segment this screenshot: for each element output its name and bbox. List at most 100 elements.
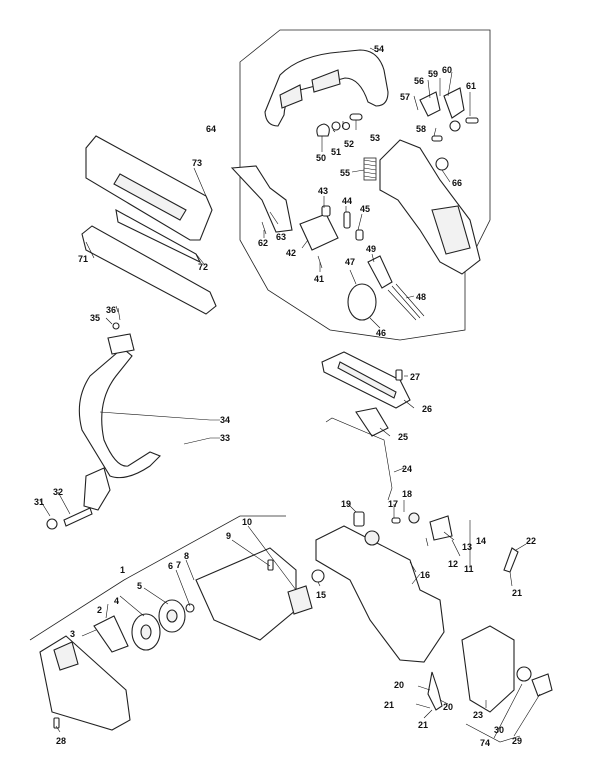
bracket-part — [230, 165, 293, 233]
label-21b: 21 — [418, 720, 428, 730]
crankcase-part — [315, 525, 445, 663]
label-56: 56 — [414, 76, 424, 86]
washer-part — [185, 603, 195, 613]
group-frame-64 — [239, 29, 491, 341]
hose-part — [503, 547, 519, 573]
label-18: 18 — [402, 489, 412, 499]
label-32: 32 — [53, 487, 63, 497]
handle-slot — [311, 69, 341, 93]
label-33: 33 — [220, 433, 230, 443]
lever-part — [419, 91, 441, 117]
label-31: 31 — [34, 497, 44, 507]
label-21: 21 — [384, 700, 394, 710]
label-29: 29 — [512, 736, 522, 746]
screw-part — [261, 221, 267, 235]
engine-housing-group — [311, 511, 519, 711]
screw-part — [391, 517, 401, 524]
label-62: 62 — [258, 238, 268, 248]
label-26: 26 — [422, 404, 432, 414]
housing-grip — [431, 205, 471, 255]
lever-part — [443, 87, 465, 119]
label-51: 51 — [331, 147, 341, 157]
label-72: 72 — [198, 262, 208, 272]
bar-cover-window — [113, 173, 187, 221]
label-13: 13 — [462, 542, 472, 552]
filler-cap-part — [531, 673, 553, 697]
label-49: 49 — [366, 244, 376, 254]
brake-rod-part — [325, 417, 393, 501]
label-64: 64 — [206, 124, 216, 134]
screw-part — [395, 369, 403, 381]
screw-part — [267, 559, 274, 571]
top-handle-part — [264, 49, 389, 127]
label-73: 73 — [192, 158, 202, 168]
label-28: 28 — [56, 736, 66, 746]
label-19: 19 — [341, 499, 351, 509]
label-58: 58 — [416, 124, 426, 134]
bolt-part — [63, 507, 93, 527]
pin-part — [349, 113, 363, 121]
hose-part — [427, 671, 443, 711]
washer-part — [311, 569, 325, 583]
label-30: 30 — [494, 725, 504, 735]
grip-ribs — [337, 361, 397, 399]
front-handle-group — [46, 307, 161, 530]
clamp-lever-part — [367, 255, 393, 289]
leader-lines — [39, 47, 541, 743]
saw-chain-part — [115, 208, 202, 264]
spring-part — [117, 307, 121, 321]
label-1: 1 — [120, 565, 125, 575]
label-21c: 21 — [512, 588, 522, 598]
handle-slot — [279, 84, 303, 109]
label-47: 47 — [345, 257, 355, 267]
label-24: 24 — [402, 464, 412, 474]
bolt-part — [343, 211, 351, 229]
label-27: 27 — [410, 372, 420, 382]
washer-part — [112, 322, 120, 330]
washer-part — [46, 518, 58, 530]
o-ring-part — [516, 666, 532, 682]
spring-55 — [363, 157, 377, 181]
label-17: 17 — [388, 499, 398, 509]
label-52: 52 — [344, 139, 354, 149]
label-11: 11 — [464, 564, 474, 574]
label-22: 22 — [526, 536, 536, 546]
bearing-part — [364, 530, 380, 546]
label-53: 53 — [370, 133, 380, 143]
label-44: 44 — [342, 196, 352, 206]
label-74: 74 — [480, 738, 490, 748]
label-12: 12 — [448, 559, 458, 569]
starter-group — [29, 515, 313, 731]
screw-part — [53, 717, 60, 729]
label-5: 5 — [137, 581, 142, 591]
lever-part — [355, 407, 389, 437]
engine-cover-part — [195, 547, 297, 641]
spring-48 — [387, 283, 425, 321]
label-20b: 20 — [443, 702, 453, 712]
guide-bar-part — [81, 225, 217, 315]
grip-and-rod-group — [321, 351, 411, 501]
grommet-part — [435, 157, 449, 171]
label-48: 48 — [416, 292, 426, 302]
front-handle-part — [78, 339, 161, 479]
label-45: 45 — [360, 204, 370, 214]
label-8: 8 — [184, 551, 189, 561]
tank-cover-part — [461, 625, 515, 713]
label-14: 14 — [476, 536, 486, 546]
bar-cover-part — [85, 135, 213, 241]
handle-mount-part — [107, 333, 135, 355]
tank-cover-group — [461, 625, 553, 713]
label-42: 42 — [286, 248, 296, 258]
group-frame-1 — [29, 515, 286, 641]
label-2: 2 — [97, 605, 102, 615]
washer-part — [449, 120, 461, 132]
starter-handle-part — [93, 615, 129, 653]
cover-plate-part — [299, 213, 339, 251]
label-46: 46 — [376, 328, 386, 338]
bolt-part — [355, 229, 364, 241]
pin-part — [431, 135, 443, 142]
label-43: 43 — [318, 186, 328, 196]
label-61: 61 — [466, 81, 476, 91]
label-34: 34 — [220, 415, 230, 425]
